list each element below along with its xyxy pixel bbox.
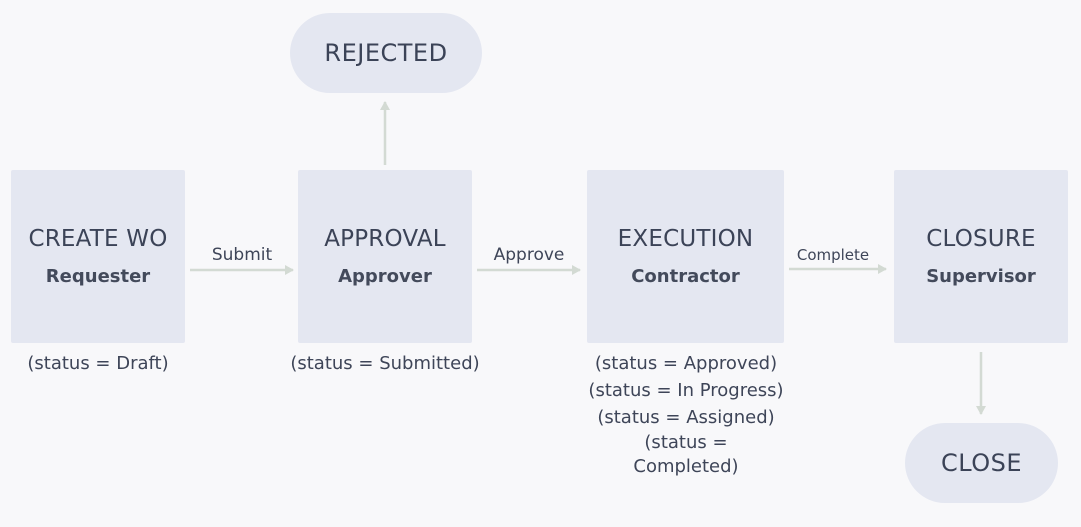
closure-role: Supervisor bbox=[926, 266, 1036, 287]
closure-title: CLOSURE bbox=[926, 226, 1036, 252]
execution-title: EXECUTION bbox=[617, 226, 754, 252]
status-line: (status = Draft) bbox=[27, 353, 169, 374]
rejected-node: REJECTED bbox=[290, 13, 482, 93]
status-line: (status = Assigned) bbox=[597, 407, 775, 428]
approval-role: Approver bbox=[338, 266, 432, 287]
approval-title: APPROVAL bbox=[324, 226, 446, 252]
approval-node: APPROVAL Approver bbox=[298, 170, 472, 343]
execution-node: EXECUTION Contractor bbox=[587, 170, 784, 343]
status-line: (status = In Progress) bbox=[588, 380, 784, 401]
close-node: CLOSE bbox=[905, 423, 1058, 503]
status-line: (status = Completed) bbox=[633, 432, 739, 477]
approval-statuses: (status = Submitted) bbox=[290, 350, 479, 377]
execution-role: Contractor bbox=[631, 266, 740, 287]
rejected-label: REJECTED bbox=[324, 39, 448, 67]
edge-label-submit: Submit bbox=[211, 245, 273, 265]
execution-statuses: (status = Approved) (status = In Progres… bbox=[588, 350, 783, 479]
edge-label-complete: Complete bbox=[796, 246, 870, 264]
status-line: (status = Submitted) bbox=[290, 353, 480, 374]
create-wo-role: Requester bbox=[45, 266, 151, 287]
create-wo-node: CREATE WO Requester bbox=[11, 170, 185, 343]
status-line: (status = Approved) bbox=[594, 353, 778, 374]
edge-label-approve: Approve bbox=[493, 245, 565, 265]
create-wo-title: CREATE WO bbox=[28, 226, 168, 252]
create-wo-statuses: (status = Draft) bbox=[27, 350, 168, 377]
close-label: CLOSE bbox=[940, 449, 1023, 477]
closure-node: CLOSURE Supervisor bbox=[894, 170, 1068, 343]
